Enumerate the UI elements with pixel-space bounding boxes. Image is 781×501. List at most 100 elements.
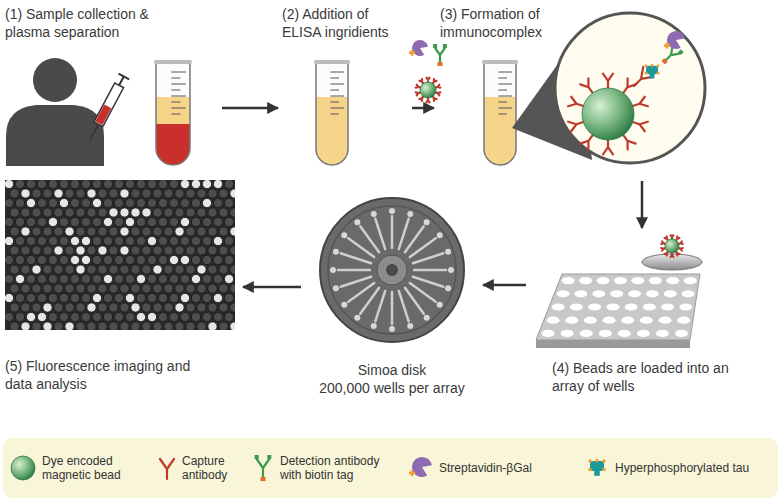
array-well: [48, 293, 57, 302]
array-well: [87, 284, 96, 293]
plate-well: [574, 290, 587, 297]
array-well: [65, 246, 74, 255]
array-well: [202, 312, 211, 321]
array-well: [92, 198, 101, 207]
array-well: [175, 265, 184, 274]
array-well: [10, 227, 19, 236]
array-well: [230, 246, 235, 255]
legend-item: Capture antibody: [156, 438, 244, 498]
graduation-mark: [171, 78, 180, 79]
array-well: [180, 312, 189, 321]
array-well: [59, 274, 68, 283]
graduation-mark: [171, 108, 186, 109]
disk-channel: [399, 291, 409, 321]
array-well: [5, 274, 14, 283]
array-well: [191, 293, 200, 302]
array-well: [131, 322, 140, 330]
array-well: [175, 322, 184, 330]
biotin-tag: [267, 455, 271, 459]
array-well: [131, 227, 140, 236]
disk-well: [389, 208, 395, 214]
disk-channel: [338, 269, 370, 272]
array-well: [219, 189, 228, 198]
array-well: [164, 189, 173, 198]
array-well: [70, 180, 79, 189]
array-well: [224, 217, 233, 226]
array-well: [5, 236, 14, 245]
plate-well: [603, 317, 616, 324]
array-well: [98, 208, 107, 217]
array-well: [230, 208, 235, 217]
array-well: [92, 236, 101, 245]
array-well: [191, 274, 200, 283]
array-well: [87, 322, 96, 330]
magnetic-bead-icon: [568, 74, 648, 155]
array-well: [43, 208, 52, 217]
array-well: [213, 293, 222, 302]
disk-well: [445, 249, 451, 255]
phosphate-dot: [602, 468, 606, 472]
tau-body: [590, 461, 604, 471]
array-well: [103, 236, 112, 245]
flow-arrow: [412, 107, 434, 110]
array-well: [103, 255, 112, 264]
array-well: [120, 227, 129, 236]
array-well: [21, 303, 30, 312]
plate-well: [547, 317, 560, 324]
phosphate-dot: [645, 64, 648, 67]
plate-well: [588, 303, 601, 310]
array-well: [131, 284, 140, 293]
array-well: [48, 180, 57, 189]
array-well: [103, 180, 112, 189]
array-well: [136, 293, 145, 302]
array-well: [92, 217, 101, 226]
tau-icon: [588, 459, 606, 476]
array-well: [5, 217, 14, 226]
step-caption: 200,000 wells per array: [305, 379, 479, 397]
array-well: [208, 246, 217, 255]
array-well: [65, 322, 74, 330]
array-well: [186, 303, 195, 312]
bead-sphere: [11, 456, 35, 480]
array-well: [197, 265, 206, 274]
flow-arrow: [483, 284, 526, 287]
array-well: [147, 312, 156, 321]
array-well: [92, 274, 101, 283]
array-well: [197, 246, 206, 255]
array-well: [87, 265, 96, 274]
array-well: [76, 303, 85, 312]
array-well: [202, 236, 211, 245]
disk-well: [448, 267, 454, 273]
array-well: [98, 227, 107, 236]
capture-antibody-icon: [426, 78, 429, 82]
array-well: [76, 246, 85, 255]
capture-antibody-icon: [603, 140, 613, 154]
array-well: [81, 312, 90, 321]
array-well: [48, 236, 57, 245]
array-well: [10, 303, 19, 312]
array-well: [230, 189, 235, 198]
array-well: [32, 265, 41, 274]
array-well: [54, 303, 63, 312]
array-well: [10, 265, 19, 274]
array-well: [54, 322, 63, 330]
streptavidin-icon: [409, 457, 432, 477]
array-well: [98, 303, 107, 312]
array-well: [169, 312, 178, 321]
array-well: [10, 322, 19, 330]
array-well: [70, 312, 79, 321]
array-well: [164, 303, 173, 312]
array-well: [26, 274, 35, 283]
array-well: [213, 236, 222, 245]
array-well: [120, 208, 129, 217]
array-well: [114, 198, 123, 207]
disk-well: [354, 315, 360, 321]
array-well: [43, 265, 52, 274]
array-well: [32, 284, 41, 293]
array-well: [142, 189, 151, 198]
array-well: [230, 265, 235, 274]
disk-well: [371, 323, 377, 329]
legend-text: Dye encoded magnetic bead: [42, 454, 142, 483]
simoa-disk: [320, 198, 464, 342]
array-well: [230, 227, 235, 236]
